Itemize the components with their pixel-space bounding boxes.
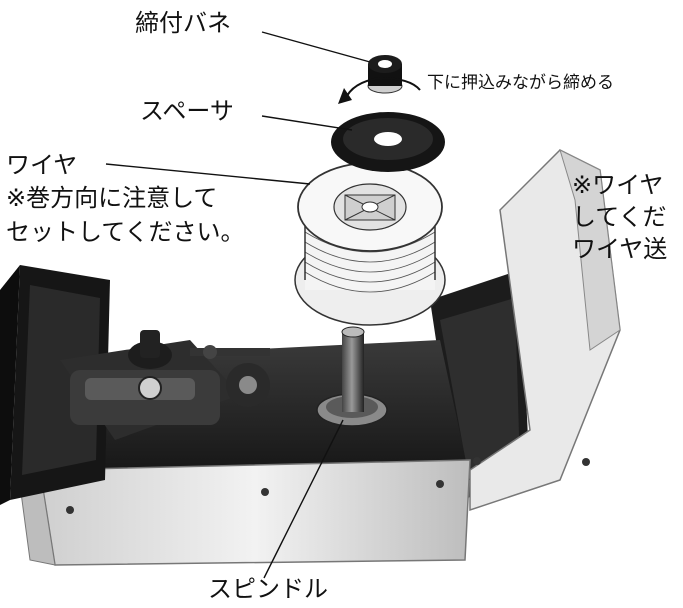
label-wire-note-2: セットしてください。 (6, 218, 245, 246)
label-wire-note-1: ※巻方向に注意して (6, 184, 218, 212)
label-spindle: スピンドル (208, 575, 328, 603)
label-right-note-2: してくだ (572, 203, 667, 231)
spacer-disc (331, 112, 445, 172)
label-spacer: スペーサ (140, 97, 234, 125)
label-right-note-3: ワイヤ送 (572, 235, 668, 263)
leader-spring (261, 31, 371, 63)
label-right-note-1: ※ワイヤ (572, 171, 664, 199)
leader-lines (105, 31, 371, 579)
clamping-spring (367, 55, 403, 94)
feed-roller-mechanism (60, 330, 270, 440)
leader-spacer (261, 115, 353, 131)
spindle (316, 326, 388, 427)
rotate-arrow-icon (344, 76, 421, 101)
leader-spindle (263, 419, 344, 579)
machine-housing (0, 149, 621, 566)
label-spring: 締付バネ (135, 9, 231, 37)
leader-wire (105, 163, 311, 185)
label-wire: ワイヤ (6, 151, 78, 179)
wire-spool (294, 162, 446, 326)
label-press-note: 下に押込みながら締める (427, 73, 614, 93)
rotate-arrow-head-icon (338, 88, 352, 104)
